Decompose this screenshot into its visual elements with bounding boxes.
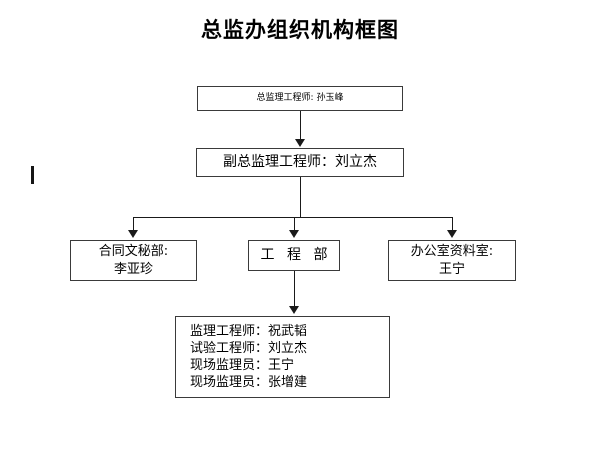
- node-engineering-department[interactable]: 工 程 部: [248, 240, 340, 271]
- node-engineering-staff-roster[interactable]: 监理工程师：祝武韬 试验工程师：刘立杰 现场监理员：王宁 现场监理员：张增建: [175, 316, 390, 398]
- connector-engineering-to-staff-arrowhead: [289, 306, 299, 314]
- connector-branch-center-drop: [294, 217, 295, 232]
- staff-roster-line-3: 现场监理员：王宁: [190, 358, 295, 373]
- connector-chief-to-deputy-line: [300, 111, 301, 141]
- connector-branch-right-arrowhead: [447, 230, 457, 238]
- staff-roster-line-4: 现场监理员：张增建: [190, 375, 308, 391]
- connector-branch-center-arrowhead: [289, 230, 299, 238]
- staff-roster-line-1: 监理工程师：祝武韬: [190, 323, 308, 339]
- node-contract-secretarial-department-line-2: 李亚珍: [113, 261, 153, 277]
- connector-branch-bus: [133, 217, 453, 218]
- node-chief-engineer-line-1: 总监理工程师: 孙玉峰: [256, 92, 344, 103]
- node-deputy-chief-engineer[interactable]: 副总监理工程师：刘立杰: [196, 148, 404, 177]
- node-deputy-chief-engineer-line-1: 副总监理工程师：刘立杰: [223, 154, 377, 171]
- connector-engineering-to-staff-line: [294, 271, 295, 308]
- page-title: 总监办组织机构框图: [201, 18, 399, 42]
- staff-roster-line-2: 试验工程师：刘立杰: [190, 340, 308, 356]
- node-engineering-department-line-1: 工 程 部: [260, 247, 332, 264]
- connector-branch-left-arrowhead: [128, 230, 138, 238]
- node-chief-engineer[interactable]: 总监理工程师: 孙玉峰: [197, 86, 403, 111]
- node-contract-secretarial-department[interactable]: 合同文秘部: 李亚珍: [70, 240, 197, 281]
- node-office-archives-department[interactable]: 办公室资料室: 王宁: [388, 240, 516, 281]
- text-cursor-caret: [31, 166, 34, 184]
- node-office-archives-department-line-2: 王宁: [438, 261, 465, 277]
- connector-branch-left-drop: [133, 217, 134, 232]
- node-contract-secretarial-department-line-1: 合同文秘部:: [98, 244, 169, 260]
- connector-chief-to-deputy-arrowhead: [295, 139, 305, 147]
- connector-deputy-stem: [300, 177, 301, 217]
- connector-branch-right-drop: [452, 217, 453, 232]
- node-office-archives-department-line-1: 办公室资料室:: [410, 244, 494, 260]
